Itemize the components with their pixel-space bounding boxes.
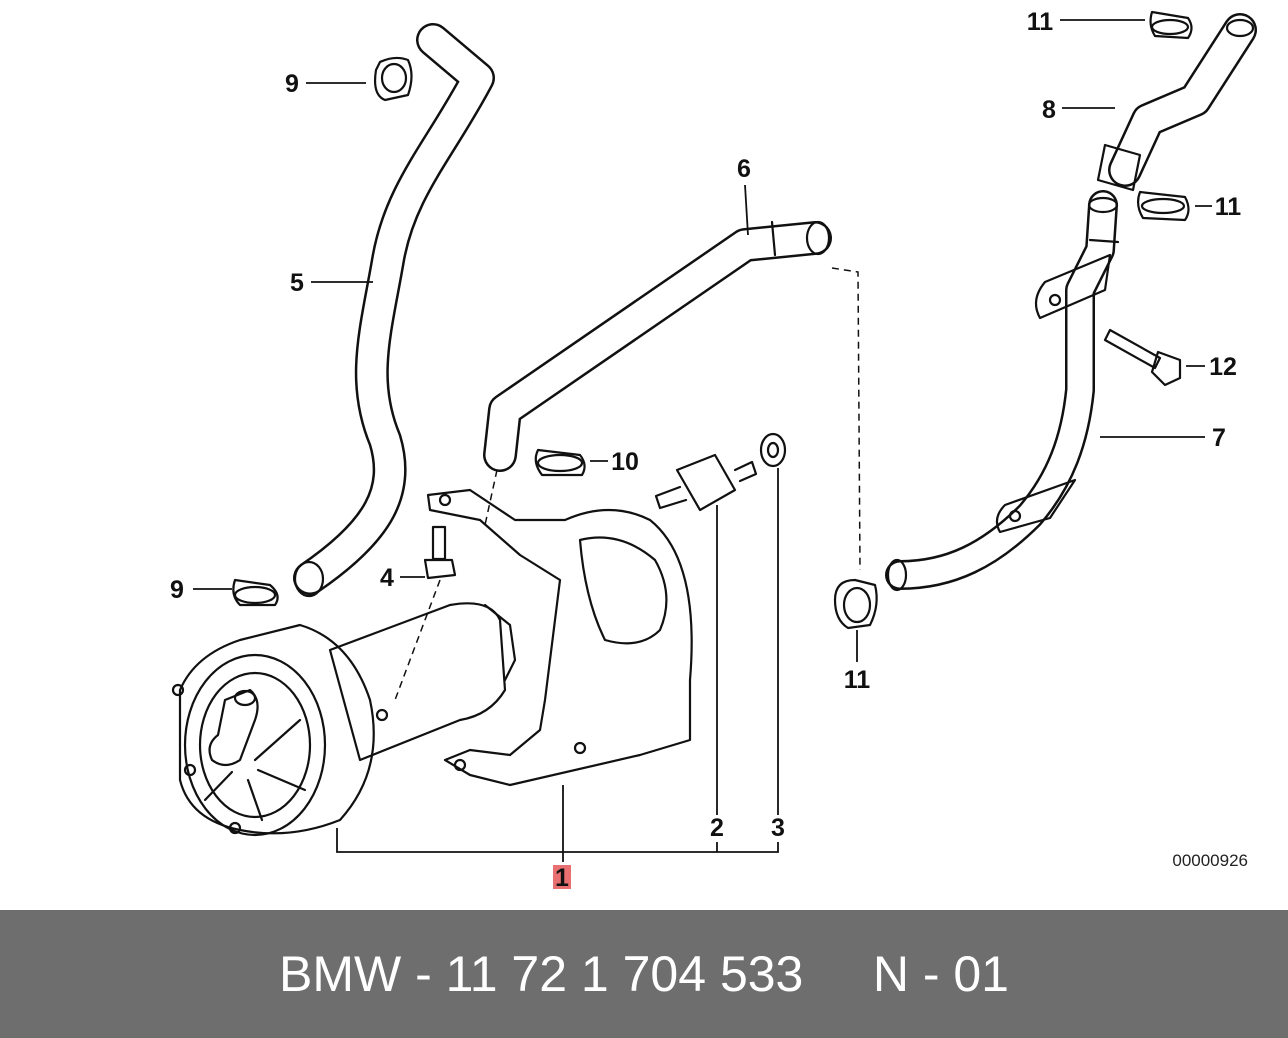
part-labels: 9 5 6 11 8 11 12 7 9 10 4 11 2 3 1 00000…: [170, 8, 1248, 892]
leader-lines: [193, 19, 1212, 862]
air-pump: [171, 602, 517, 837]
label-2: 2: [710, 814, 724, 842]
part-number-text: BMW - 11 72 1 704 533 N - 01: [279, 946, 1009, 1002]
label-1-highlight: [553, 865, 571, 889]
hose-5: [293, 23, 495, 598]
label-4: 4: [380, 564, 394, 592]
parts-diagram: 9 5 6 11 8 11 12 7 9 10 4 11 2 3 1 00000…: [170, 8, 1257, 892]
bolt-12: [1103, 328, 1182, 387]
clamp-11-middle: [1136, 190, 1190, 222]
label-7: 7: [1212, 424, 1226, 452]
label-6: 6: [737, 155, 751, 183]
label-9-top: 9: [285, 70, 299, 98]
label-9-bottom: 9: [170, 576, 184, 604]
valve-2: [654, 453, 758, 512]
pipe-7: [885, 190, 1120, 592]
label-8: 8: [1042, 96, 1056, 124]
exploded-view-drawing: 9 5 6 11 8 11 12 7 9 10 4 11 2 3 1 00000…: [170, 8, 1257, 892]
label-5: 5: [290, 269, 304, 297]
bracket: [426, 488, 693, 787]
label-11-top: 11: [1027, 8, 1054, 36]
assembly-lines: [394, 267, 861, 701]
label-10: 10: [611, 448, 639, 476]
label-11-middle: 11: [1215, 193, 1242, 221]
part-number-banner: BMW - 11 72 1 704 533 N - 01: [0, 910, 1288, 1038]
hose-6: [483, 220, 832, 472]
clamp-9-bottom: [232, 578, 279, 607]
label-3: 3: [771, 814, 785, 842]
clamp-10: [534, 448, 586, 477]
drawing-code: 00000926: [1172, 851, 1248, 870]
clamp-9-top: [373, 56, 413, 102]
screw-4: [423, 525, 457, 580]
seal-3: [759, 432, 787, 468]
label-12: 12: [1209, 353, 1237, 381]
hose-8: [1096, 13, 1257, 192]
clamp-11-bottom: [833, 578, 878, 630]
label-11-bottom: 11: [844, 666, 871, 694]
label-1: 1: [555, 864, 569, 892]
clamp-11-top: [1149, 10, 1193, 40]
